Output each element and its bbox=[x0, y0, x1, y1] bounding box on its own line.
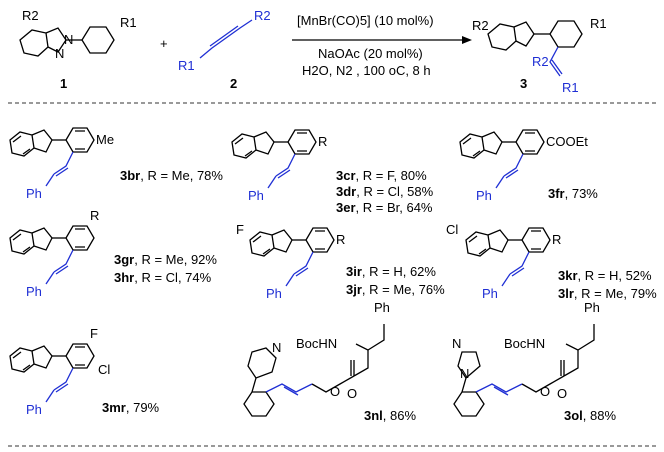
product-3kr: 3kr, R = H, 52% bbox=[558, 268, 652, 283]
label-Cl: Cl bbox=[98, 362, 110, 377]
structure-3cr: Ph R bbox=[231, 129, 327, 203]
compound-1-label: 1 bbox=[60, 76, 67, 91]
product-3dr: 3dr, R = Cl, 58% bbox=[336, 184, 434, 199]
compound-2-label: 2 bbox=[230, 76, 237, 91]
conditions-text: H2O, N2 , 100 oC, 8 h bbox=[302, 63, 431, 78]
label-Ph: Ph bbox=[584, 300, 600, 315]
label-R1: R1 bbox=[178, 58, 195, 73]
atom-N: N bbox=[55, 46, 64, 61]
product-3ir: 3ir, R = H, 62% bbox=[346, 264, 436, 279]
product-3mr: 3mr, 79% bbox=[102, 400, 160, 415]
label-F: F bbox=[236, 222, 244, 237]
product-3br: 3br, R = Me, 78% bbox=[120, 168, 223, 183]
label-R: R bbox=[552, 232, 561, 247]
label-Cl: Cl bbox=[446, 222, 458, 237]
product-3: R2 R1 R2 R1 3 bbox=[472, 16, 607, 95]
label-Ph: Ph bbox=[266, 286, 282, 301]
atom-N: N bbox=[452, 336, 461, 351]
atom-N: N bbox=[460, 366, 469, 381]
atom-N: N bbox=[64, 32, 73, 47]
product-3jr: 3jr, R = Me, 76% bbox=[346, 282, 445, 297]
atom-O: O bbox=[347, 386, 357, 401]
product-3fr: 3fr, 73% bbox=[548, 186, 598, 201]
label-R: R bbox=[336, 232, 345, 247]
label-Ph: Ph bbox=[476, 188, 492, 203]
label-R: R bbox=[318, 134, 327, 149]
atom-O: O bbox=[540, 384, 550, 399]
label-COOEt: COOEt bbox=[546, 134, 588, 149]
product-3gr: 3gr, R = Me, 92% bbox=[114, 252, 217, 267]
atom-O: O bbox=[330, 384, 340, 399]
label-R2: R2 bbox=[254, 8, 271, 23]
atom-N: N bbox=[272, 340, 281, 355]
catalyst-text: [MnBr(CO)5] (10 mol%) bbox=[297, 13, 434, 28]
product-3nl: 3nl, 86% bbox=[364, 408, 416, 423]
structure-3nl: N O O BocHN Ph bbox=[243, 300, 390, 417]
base-text: NaOAc (20 mol%) bbox=[318, 46, 423, 61]
label-R2: R2 bbox=[22, 8, 39, 23]
product-3er: 3er, R = Br, 64% bbox=[336, 200, 433, 215]
label-R2: R2 bbox=[532, 54, 549, 69]
label-R1: R1 bbox=[590, 16, 607, 31]
label-Ph: Ph bbox=[482, 286, 498, 301]
structure-3ir: Ph R F bbox=[236, 222, 345, 301]
reactant-1: N N R2 R1 1 bbox=[19, 8, 137, 91]
plus-sign: + bbox=[160, 36, 168, 51]
label-Ph: Ph bbox=[248, 188, 264, 203]
label-R1: R1 bbox=[562, 80, 579, 95]
structure-3kr: Ph R Cl bbox=[446, 222, 561, 301]
label-BocHN: BocHN bbox=[504, 336, 545, 351]
reaction-arrow: [MnBr(CO)5] (10 mol%) NaOAc (20 mol%) H2… bbox=[292, 13, 472, 78]
structure-3br: Ph Me bbox=[9, 127, 114, 201]
compound-3-label: 3 bbox=[520, 76, 527, 91]
label-R2: R2 bbox=[472, 18, 489, 33]
product-3lr: 3lr, R = Me, 79% bbox=[558, 286, 657, 301]
label-F: F bbox=[90, 326, 98, 341]
product-3hr: 3hr, R = Cl, 74% bbox=[114, 270, 212, 285]
label-Ph: Ph bbox=[26, 402, 42, 417]
label-R1: R1 bbox=[120, 15, 137, 30]
label-Ph: Ph bbox=[26, 186, 42, 201]
label-R: R bbox=[90, 208, 99, 223]
label-Ph: Ph bbox=[374, 300, 390, 315]
reactant-2: R1 R2 2 bbox=[178, 8, 271, 91]
product-3cr: 3cr, R = F, 80% bbox=[336, 168, 427, 183]
product-3ol: 3ol, 88% bbox=[564, 408, 616, 423]
atom-O: O bbox=[557, 386, 567, 401]
structure-3mr: Ph F Cl bbox=[9, 326, 110, 417]
structure-3ol: N N O O BocHN Ph bbox=[452, 300, 600, 417]
label-Me: Me bbox=[96, 132, 114, 147]
label-Ph: Ph bbox=[26, 284, 42, 299]
structure-3fr: Ph COOEt bbox=[459, 129, 588, 203]
label-BocHN: BocHN bbox=[296, 336, 337, 351]
structure-3gr: Ph R bbox=[9, 208, 99, 299]
